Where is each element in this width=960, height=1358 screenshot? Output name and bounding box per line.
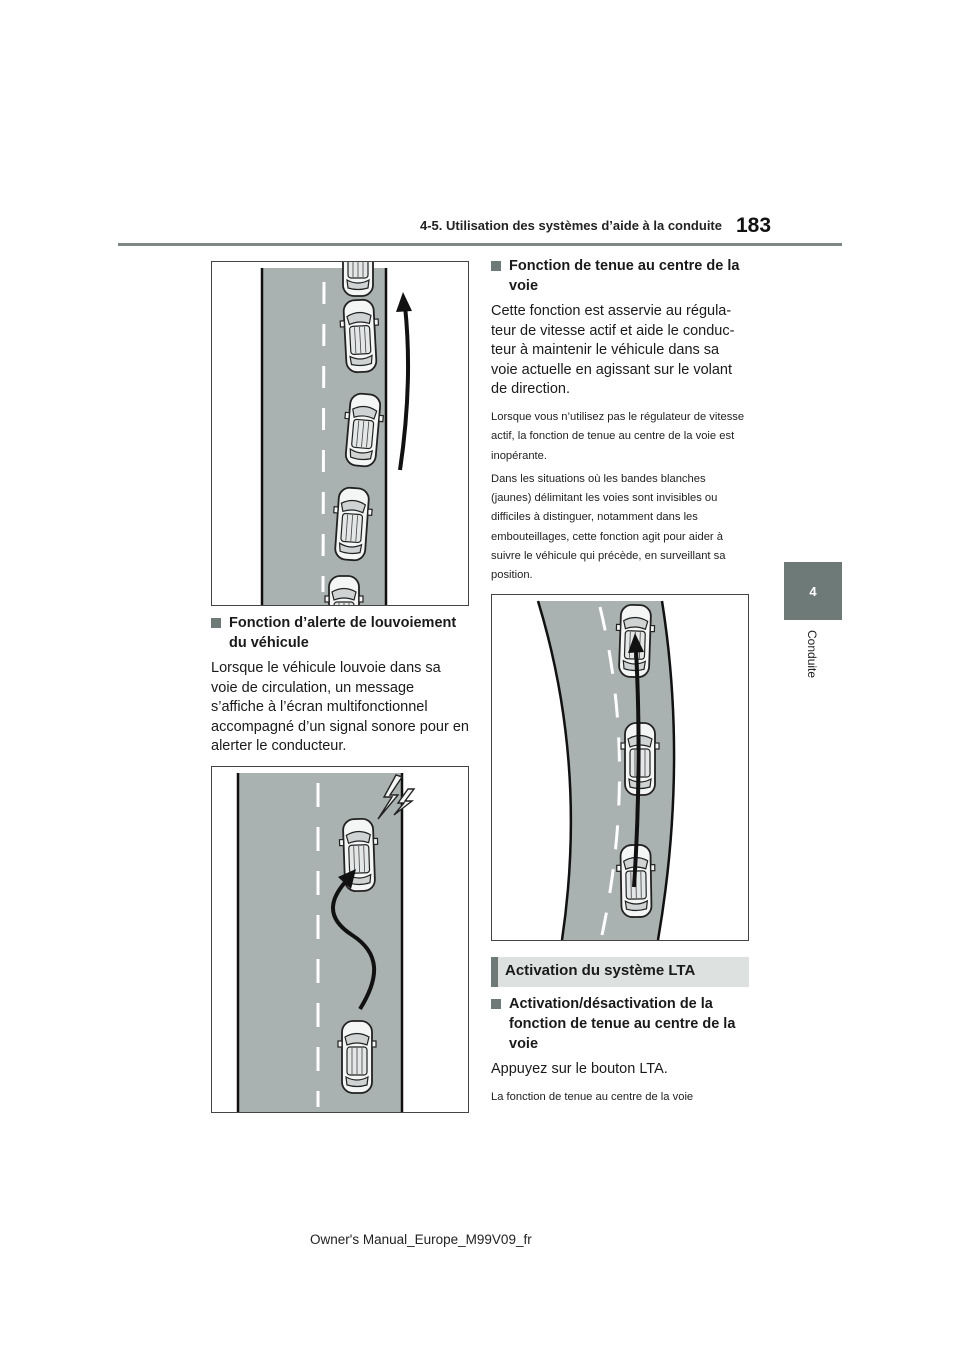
illustration-lane-centering: [491, 594, 749, 941]
car-top: [338, 262, 378, 297]
heading-square-icon: [491, 999, 501, 1009]
illustration-lane-departure: [211, 261, 469, 606]
activation-heading: Activation/désactivation de la fonction …: [491, 994, 749, 1054]
car-bottom: [324, 575, 364, 605]
alert-section: Fonction d’alerte de louvoiement du véhi…: [211, 613, 469, 757]
heading-square-icon: [211, 618, 221, 628]
arrow-head-icon: [338, 869, 356, 889]
activation-section: Activation/désactivation de la fonction …: [491, 994, 749, 1107]
centering-body: Cette fonction est asservie au régula-te…: [491, 303, 735, 398]
centering-heading: Fonction de tenue au centre de la voie: [491, 256, 749, 296]
page-number: 183: [736, 214, 772, 237]
banner-title: Activation du système LTA: [505, 962, 696, 979]
arrow-head-icon: [396, 292, 412, 312]
centering-section: Fonction de tenue au centre de la voie C…: [491, 256, 749, 586]
arrow-head-icon: [628, 633, 644, 653]
alert-heading: Fonction d’alerte de louvoiement du véhi…: [211, 613, 469, 653]
centering-note-2: Dans les situations où les bandes blanch…: [491, 472, 726, 582]
activation-body: Appuyez sur le bouton LTA.: [491, 1061, 668, 1077]
heading-square-icon: [491, 261, 501, 271]
activation-note: La fonction de tenue au centre de la voi…: [491, 1090, 694, 1103]
chapter-number: 4: [809, 583, 817, 599]
header-rule: [118, 243, 842, 246]
centering-note-1: Lorsque vous n’utilisez pas le régulateu…: [491, 410, 745, 462]
car-swaying: [337, 1020, 377, 1094]
banner-bar: [491, 957, 498, 987]
illustration-sway-warning: [211, 766, 469, 1113]
chapter-tab[interactable]: 4: [784, 562, 842, 620]
section-banner: Activation du système LTA: [491, 957, 749, 987]
alert-body: Lorsque le véhicule louvoie dans sa voie…: [211, 660, 469, 755]
chapter-label-text: Conduite: [805, 630, 819, 679]
section-title: 4-5. Utilisation des systèmes d’aide à l…: [420, 218, 722, 233]
manual-id: Owner's Manual_Europe_M99V09_fr: [310, 1232, 532, 1247]
lightning-icon: [377, 774, 416, 820]
chapter-label: Conduite: [803, 630, 823, 690]
